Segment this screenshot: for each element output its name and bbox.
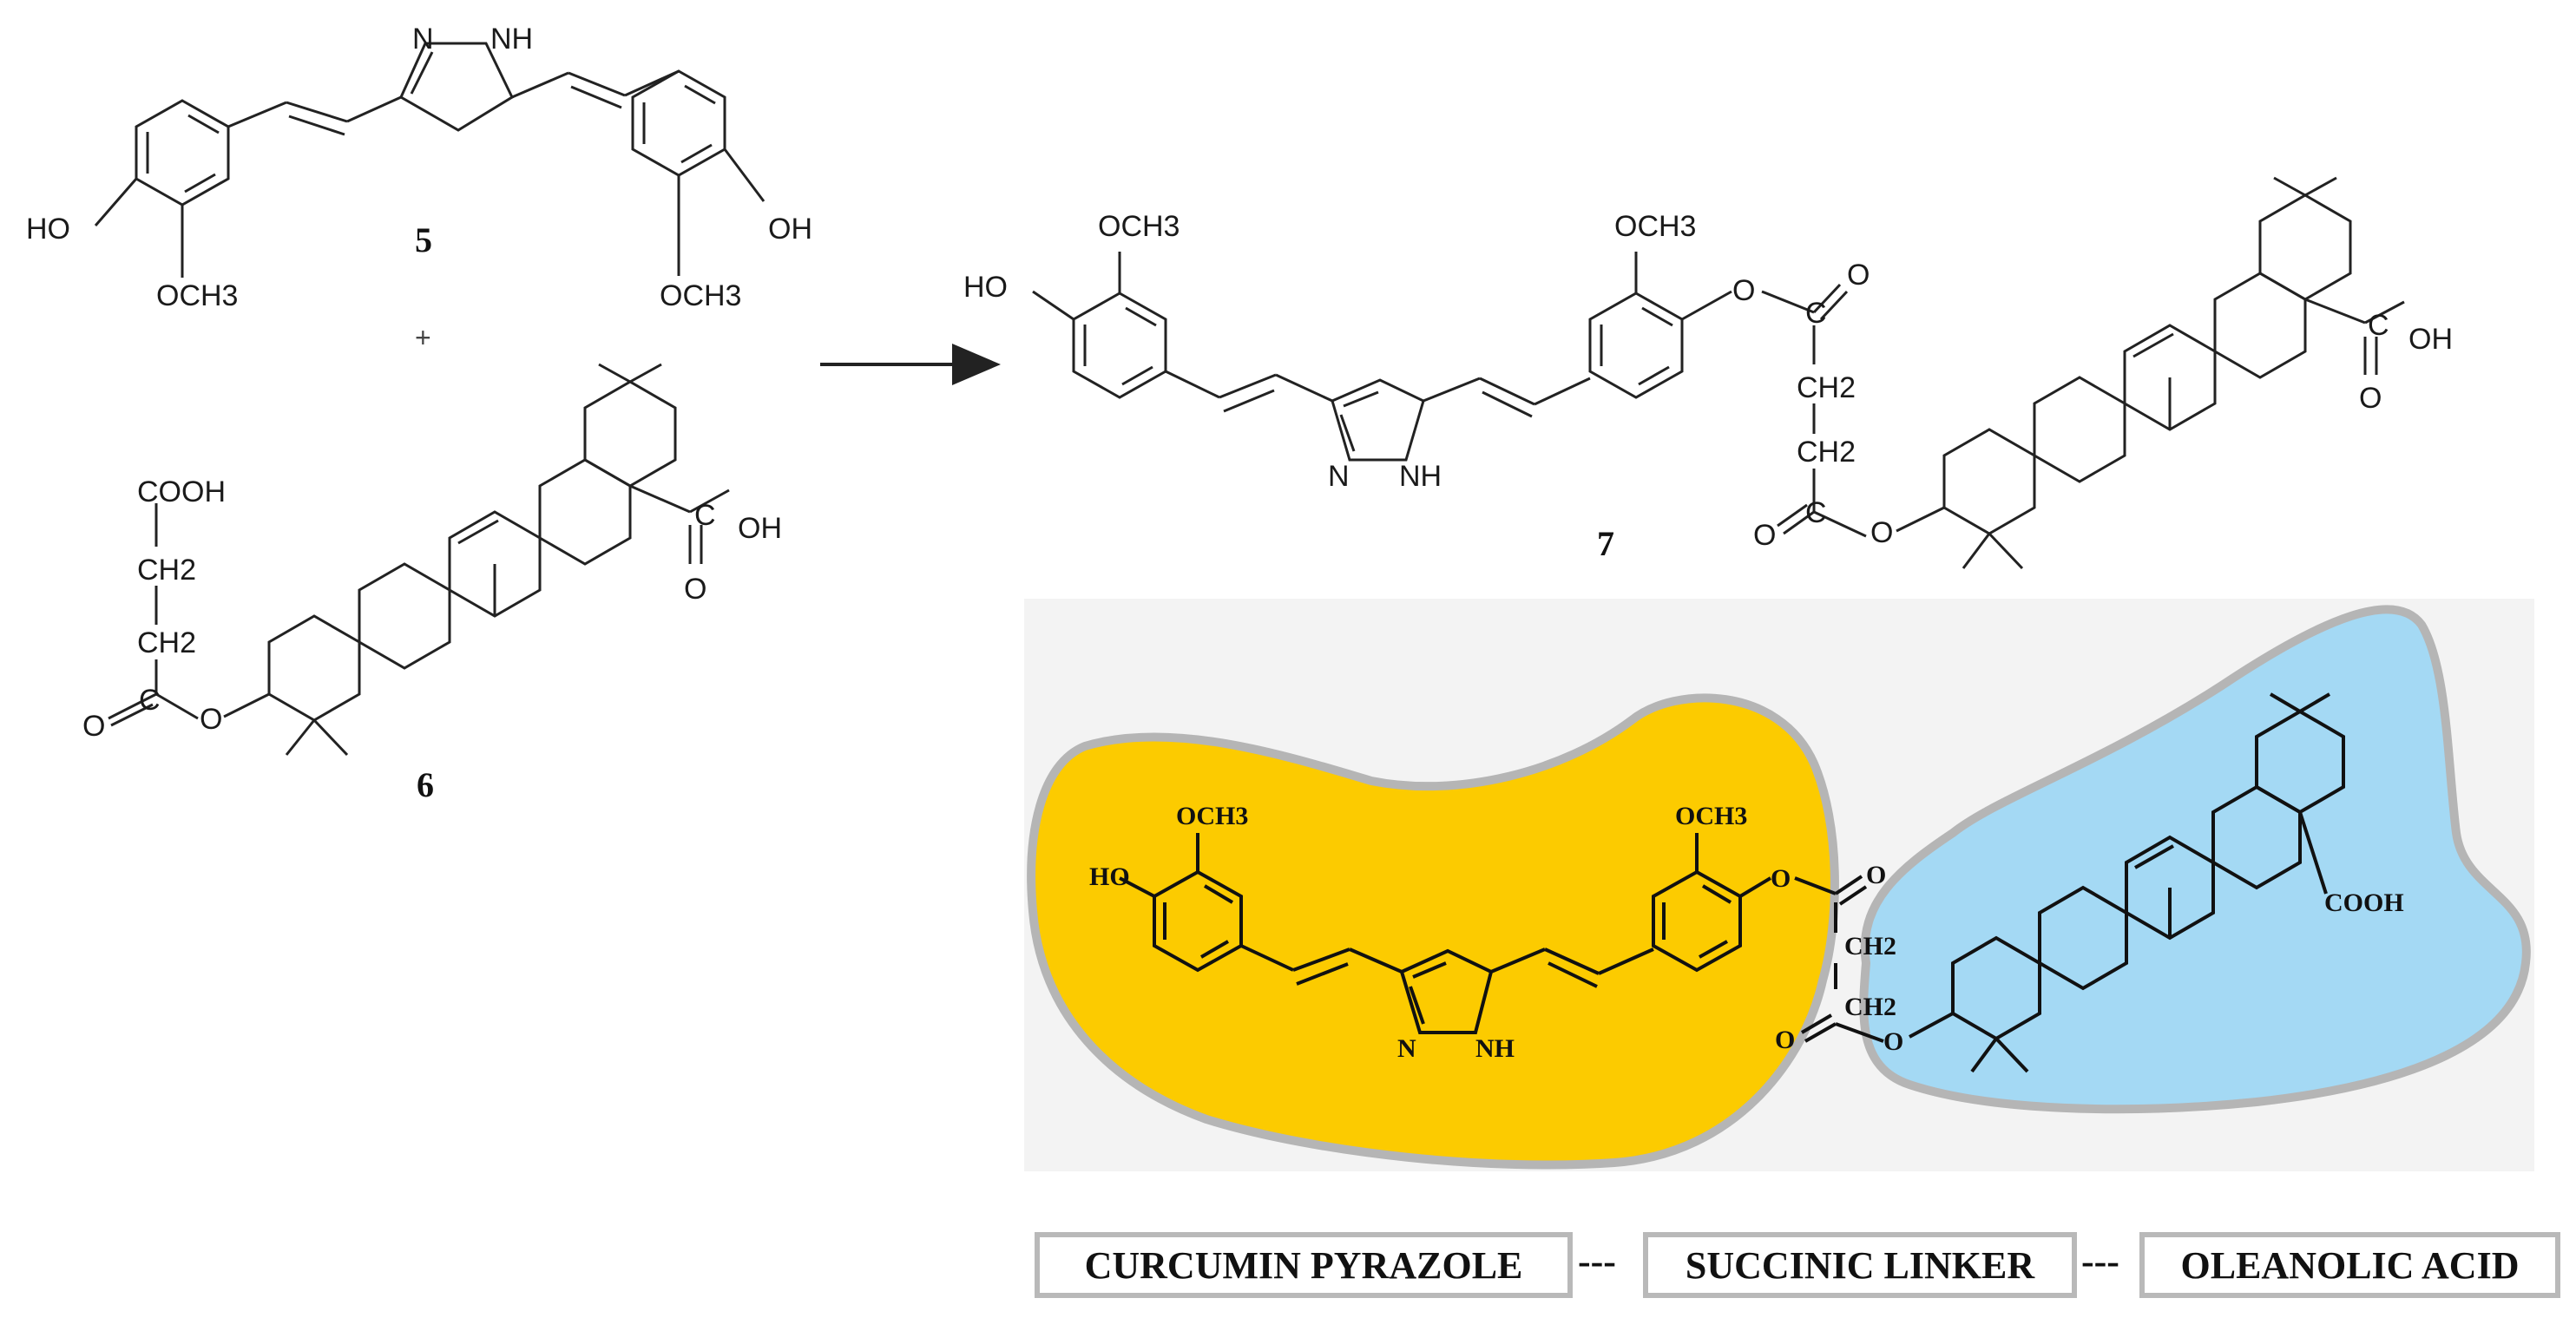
c5-n-label: N [412,23,434,56]
c6-oh-label: OH [738,512,782,545]
legend-oleanolic-acid: OLEANOLIC ACID [2139,1232,2560,1298]
c7-ch2-b-label: CH2 [1797,436,1856,469]
c5-nh-label: NH [490,23,533,56]
c5-ho-label: HO [26,213,70,246]
c7-c1-label: C [1805,297,1827,330]
oleanolic-acid-blob [1859,605,2531,1114]
c6-ch2-a-label: CH2 [137,554,196,587]
legend-connector-2: --- [2081,1240,2119,1282]
c7-o-c2-label: O [1753,519,1776,552]
c6-c-label: C [139,684,161,717]
c7-och3-right-label: OCH3 [1614,210,1696,243]
c6-o-acid-label: O [684,573,706,606]
s-och3-right-label: OCH3 [1675,802,1747,830]
legend-curcumin-pyrazole: CURCUMIN PYRAZOLE [1035,1232,1573,1298]
compound-7-label: 7 [1597,524,1614,563]
compound-7-structure [1032,176,2405,570]
s-cooh-label: COOH [2324,888,2404,917]
legend-succinic-linker: SUCCINIC LINKER [1643,1232,2077,1298]
c7-o-ester2-label: O [1870,516,1893,549]
legend-oleanolic-acid-text: OLEANOLIC ACID [2180,1243,2520,1287]
s-nh-label: NH [1475,1034,1515,1063]
c7-o-acid-label: O [2359,382,2382,415]
legend-connector-1: --- [1578,1240,1616,1282]
c5-och3-right-label: OCH3 [660,279,741,312]
compound-6-label: 6 [417,765,434,804]
c7-o-ester1-label: O [1732,274,1755,307]
s-ho-label: HO [1089,862,1130,891]
plus-sign: + [415,322,431,353]
s-n-label: N [1397,1034,1416,1063]
legend-curcumin-pyrazole-text: CURCUMIN PYRAZOLE [1084,1243,1523,1287]
c7-n-label: N [1328,460,1350,493]
s-ch2-b-label: CH2 [1844,993,1896,1021]
c7-och3-left-label: OCH3 [1098,210,1180,243]
curcumin-pyrazole-blob [1027,693,1839,1170]
c6-o-carbonyl-label: O [82,710,105,743]
c7-ch2-a-label: CH2 [1797,371,1856,404]
c6-o-ester-label: O [200,703,222,736]
legend-succinic-linker-text: SUCCINIC LINKER [1685,1243,2035,1287]
s-o-ester2-label: O [1883,1027,1903,1056]
c7-o-c1-label: O [1847,259,1870,292]
c5-oh-label: OH [768,213,812,246]
c7-c2-label: C [1805,496,1827,529]
s-o-ester1-label: O [1771,864,1791,893]
c5-och3-left-label: OCH3 [156,279,238,312]
compound-5-structure [94,42,766,278]
c7-c-label: C [2368,309,2389,342]
schematic-structure [1119,692,2345,1073]
s-och3-left-label: OCH3 [1176,802,1248,830]
s-ch2-a-label: CH2 [1844,932,1896,961]
c7-nh-label: NH [1399,460,1442,493]
c6-cooh-label: COOH [137,475,226,508]
c6-ch2-b-label: CH2 [137,626,196,659]
s-o-c2-label: O [1775,1026,1795,1054]
compound-5-label: 5 [415,220,432,259]
c6-c2-label: C [694,499,716,532]
compound-6-structure [108,363,730,757]
c7-ho-label: HO [963,271,1008,304]
c7-oh-label: OH [2408,323,2453,356]
s-o-c1-label: O [1866,861,1886,889]
